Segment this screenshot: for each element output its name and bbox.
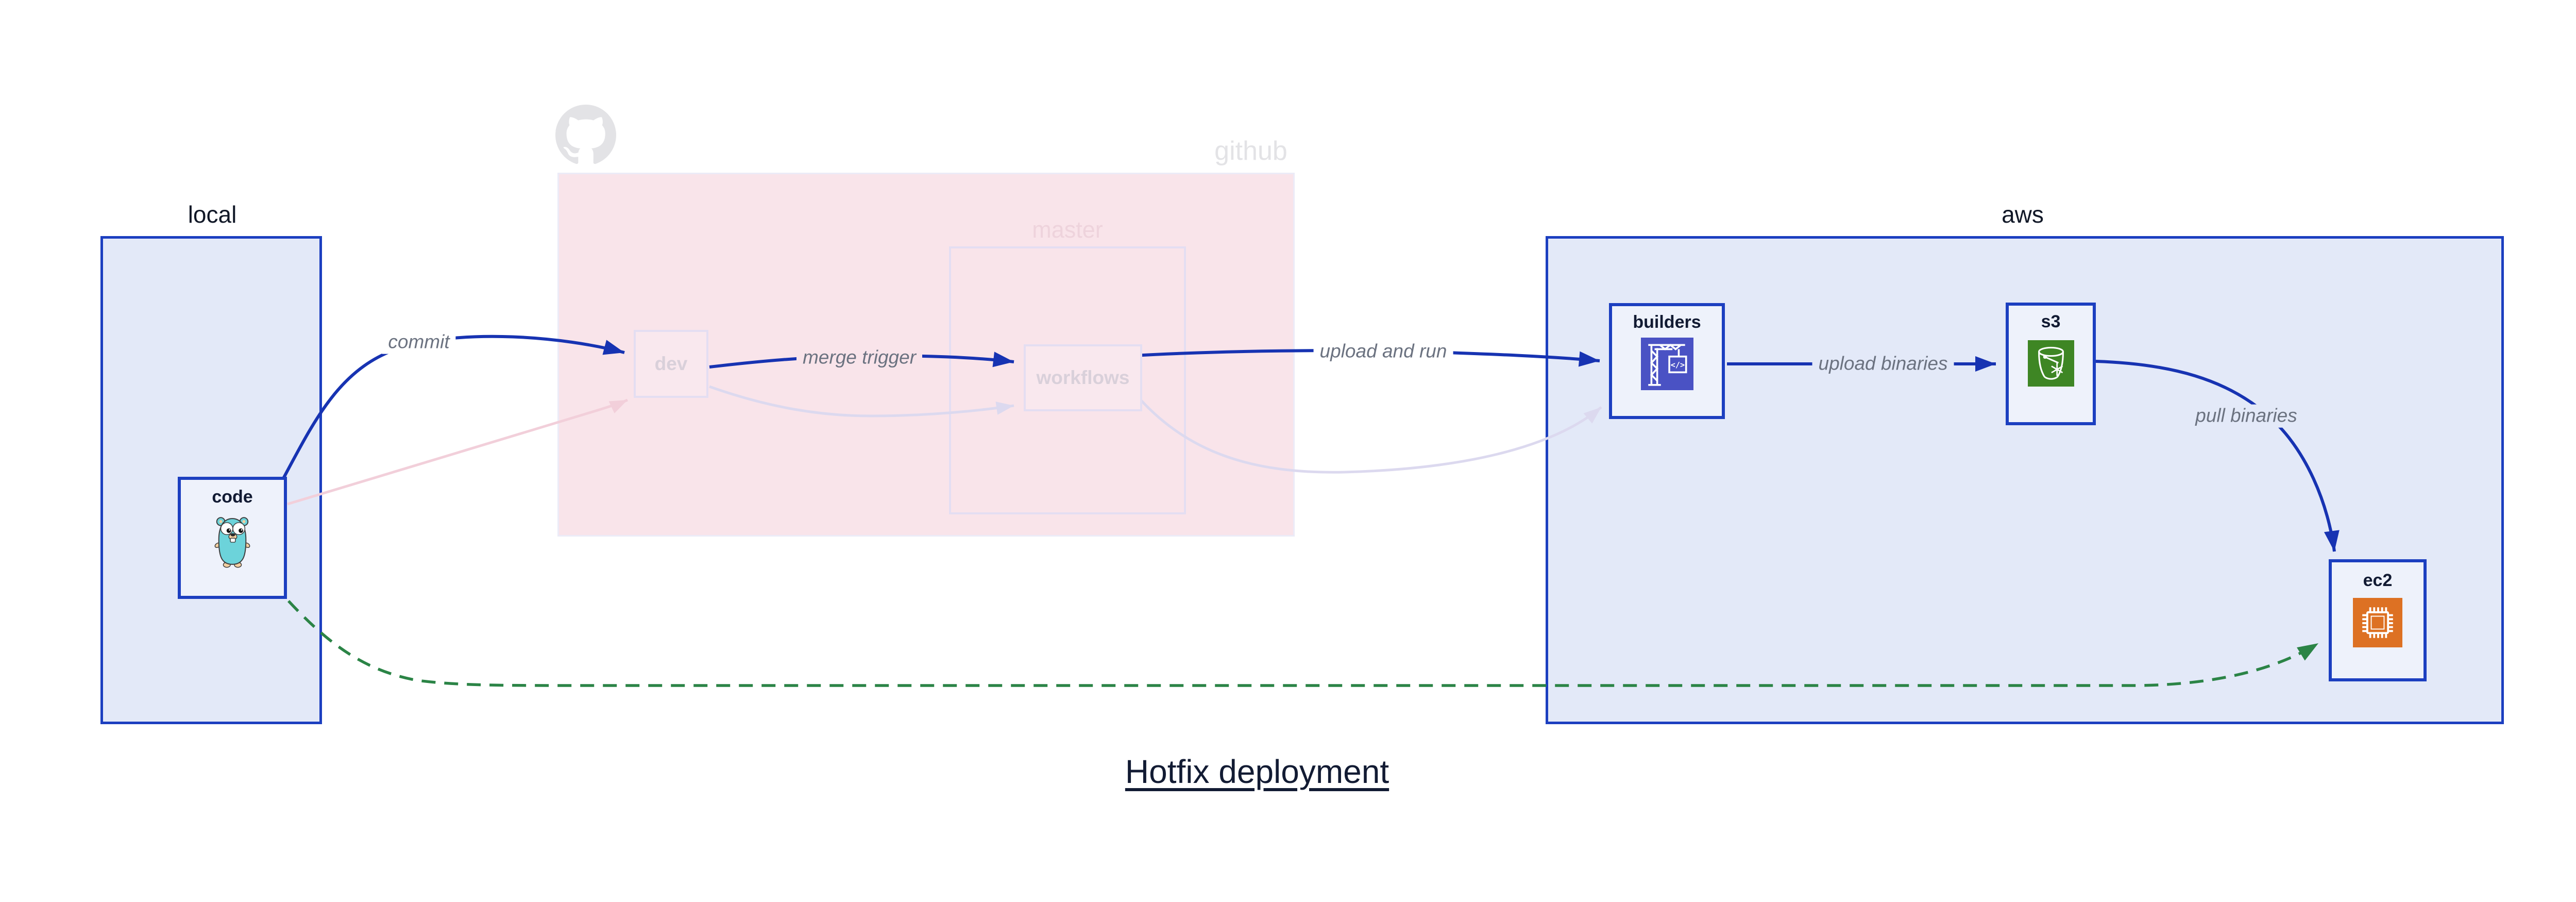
edge-label-upload-binaries: upload binaries	[1812, 352, 1954, 376]
cluster-label-local: local	[188, 201, 237, 228]
node-ec2: ec2	[2329, 559, 2427, 681]
node-workflows: workflows	[1024, 344, 1142, 411]
node-label-ec2: ec2	[2363, 571, 2393, 590]
go-gopher-icon	[214, 517, 250, 568]
edge-label-upload-and-run: upload and run	[1313, 340, 1453, 363]
edge-code-to-ec2-hotfix	[287, 600, 2319, 687]
node-label-builders: builders	[1633, 312, 1701, 332]
edge-label-pull-binaries: pull binaries	[2189, 404, 2303, 428]
cluster-label-aws: aws	[2002, 201, 2044, 228]
node-dev: dev	[634, 330, 708, 398]
node-builders: builders </>	[1609, 303, 1725, 419]
node-code: code	[178, 477, 287, 599]
diagram-title: Hotfix deployment	[1125, 753, 1389, 790]
aws-ec2-icon	[2353, 598, 2402, 648]
edge-label-commit: commit	[382, 330, 456, 354]
edge-commit	[281, 335, 625, 480]
edge-pull-binaries	[2095, 360, 2340, 552]
cluster-master	[949, 246, 1186, 514]
node-label-dev: dev	[654, 353, 688, 374]
node-s3: s3	[2006, 303, 2096, 425]
cluster-label-master: master	[1032, 216, 1103, 243]
edge-label-merge-trigger: merge trigger	[796, 346, 923, 370]
github-octocat-icon	[555, 105, 616, 164]
edge-code-to-dev	[287, 398, 629, 506]
edge-dev-to-workflows	[709, 385, 1014, 417]
node-label-s3: s3	[2041, 312, 2061, 331]
cluster-label-github: github	[1214, 136, 1287, 166]
node-label-code: code	[212, 487, 253, 507]
aws-s3-icon	[2027, 340, 2074, 387]
aws-codebuild-icon: </>	[1640, 338, 1693, 391]
node-label-workflows: workflows	[1036, 367, 1130, 388]
svg-text:</>: </>	[1670, 360, 1685, 370]
edge-workflows-to-builders	[1132, 391, 1602, 474]
